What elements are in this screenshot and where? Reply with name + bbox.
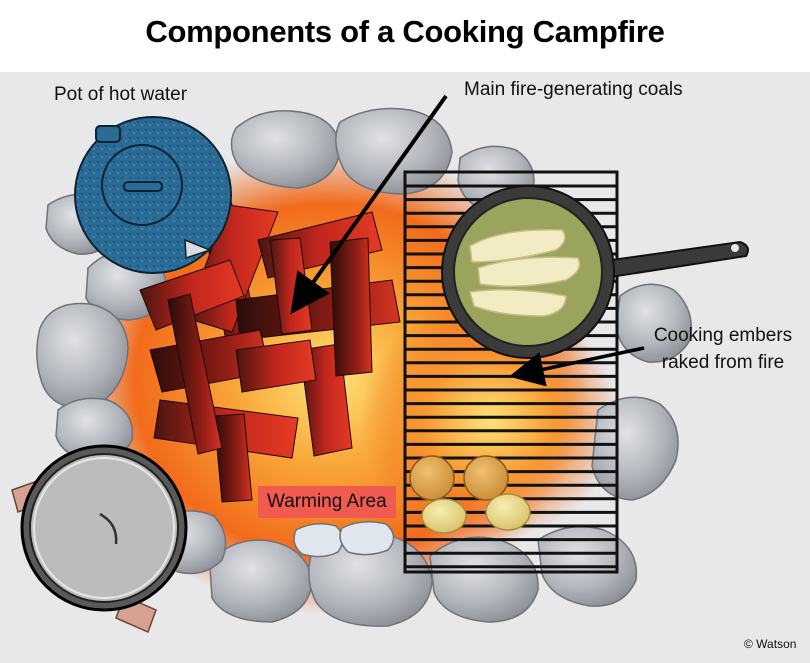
label-main-coals: Main fire-generating coals	[464, 79, 683, 100]
fish-fillet	[469, 229, 566, 263]
rock	[293, 523, 344, 558]
rock	[230, 109, 341, 189]
rock	[591, 396, 679, 501]
label-cooking-embers-line2: raked from fire	[661, 352, 785, 373]
rock	[209, 539, 313, 623]
label-pot-of-hot-water: Pot of hot water	[54, 84, 188, 105]
cooking-pot-icon	[11, 444, 188, 634]
frying-pan-icon	[441, 185, 749, 359]
potato-icon	[409, 455, 531, 534]
rock	[429, 536, 539, 623]
fish-fillet	[469, 289, 567, 317]
label-warming-area: Warming Area	[258, 486, 396, 518]
rock	[36, 302, 129, 409]
credit: © Watson	[744, 637, 797, 651]
log	[235, 339, 317, 393]
rock	[339, 521, 395, 556]
label-cooking-embers: Cooking embers raked from fire	[648, 322, 798, 376]
header: Components of a Cooking Campfire	[0, 0, 810, 72]
label-cooking-embers-line1: Cooking embers	[653, 325, 793, 346]
log	[167, 293, 223, 455]
fish-fillet	[477, 256, 581, 287]
campfire-scene	[0, 72, 810, 663]
arrow-icon	[508, 346, 645, 387]
log	[329, 237, 373, 377]
page-title: Components of a Cooking Campfire	[145, 14, 665, 49]
log	[213, 413, 253, 503]
blue-kettle-icon	[74, 116, 232, 274]
arrow-icon	[290, 94, 448, 315]
log	[139, 259, 245, 331]
